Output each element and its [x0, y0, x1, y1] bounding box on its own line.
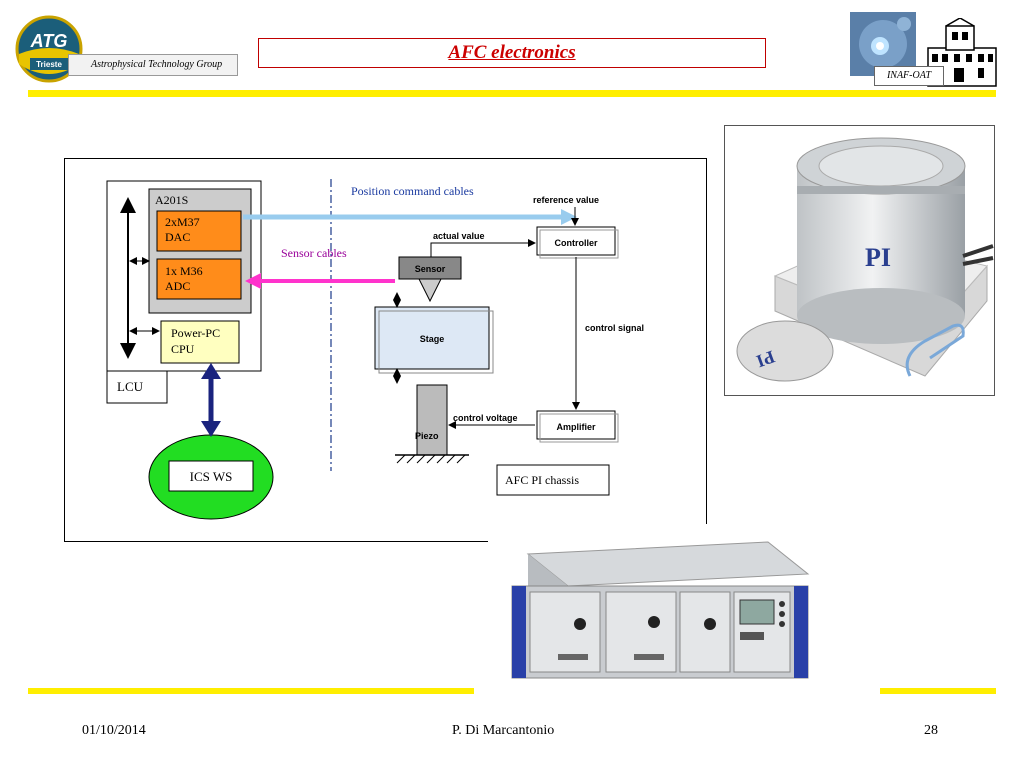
- title-box: AFC electronics: [258, 38, 766, 68]
- piezo-box: [416, 384, 448, 456]
- control-voltage-label: control voltage: [453, 413, 518, 423]
- atg-group-label: Astrophysical Technology Group: [68, 54, 238, 76]
- sensor-label: Sensor: [415, 264, 446, 274]
- atg-logo: ATG Trieste: [15, 15, 83, 83]
- controller-label: Controller: [554, 238, 597, 248]
- adc-line2: ADC: [165, 279, 190, 293]
- adc-line1: 1x M36: [165, 264, 203, 278]
- piezo-label: Piezo: [415, 431, 439, 441]
- cpu-line2: CPU: [171, 342, 195, 356]
- dac-line1: 2xM37: [165, 215, 200, 229]
- amplifier-label: Amplifier: [556, 422, 596, 432]
- sensor-cables-label: Sensor cables: [281, 246, 347, 260]
- stage-box: [374, 306, 490, 370]
- inaf-oat-label: INAF-OAT: [874, 66, 944, 86]
- position-cables-label: Position command cables: [351, 184, 474, 198]
- afc-chassis-photo: [488, 524, 829, 698]
- reference-value-label: reference value: [533, 195, 599, 205]
- rack-chassis-icon: [511, 541, 810, 679]
- atg-logo-text: ATG: [30, 31, 68, 51]
- footer-author: P. Di Marcantonio: [452, 723, 555, 738]
- pi-stage-photo: PI PI: [724, 125, 995, 396]
- dac-box: [156, 210, 242, 252]
- control-signal-label: control signal: [585, 323, 644, 333]
- actual-value-label: actual value: [433, 231, 485, 241]
- page-title: AFC electronics: [448, 42, 576, 63]
- footer-date: 01/10/2014: [82, 723, 146, 738]
- footer-divider-right: [880, 688, 996, 694]
- atg-logo-subtext: Trieste: [36, 60, 62, 69]
- stage-label: Stage: [420, 334, 445, 344]
- afc-block-diagram: LCU A201S 2xM37 DAC 1x M36 ADC Power-PC …: [64, 158, 707, 542]
- pi-logo-text: PI: [865, 243, 891, 272]
- header-divider: [28, 90, 996, 97]
- amplifier-box: [536, 410, 616, 440]
- adc-box: [156, 258, 242, 300]
- pi-disc-text: PI: [754, 347, 778, 372]
- ics-label: ICS WS: [190, 469, 233, 484]
- footer-page-number: 28: [924, 723, 938, 738]
- lcu-label: LCU: [117, 379, 144, 394]
- cpu-line1: Power-PC: [171, 326, 220, 340]
- cpu-box: [160, 320, 240, 364]
- chassis-label: AFC PI chassis: [505, 473, 579, 487]
- controller-box: [536, 226, 616, 256]
- inaf-logo-icon: [850, 12, 916, 76]
- dac-line2: DAC: [165, 230, 190, 244]
- a201s-label: A201S: [155, 193, 188, 207]
- pi-stage-icon: PI PI: [736, 137, 994, 382]
- footer-divider-left: [28, 688, 474, 694]
